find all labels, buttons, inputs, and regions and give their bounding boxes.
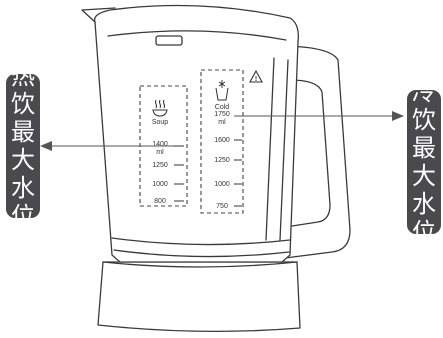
jug-base-rim <box>102 261 298 268</box>
cold-max-arrow <box>234 111 404 121</box>
cold-mark-1000: 1000 <box>214 181 230 188</box>
hot-scale-title: Soup <box>152 119 168 126</box>
snowflake-cup-icon <box>215 80 229 101</box>
hot-max-label-char-5: 位 <box>11 202 35 230</box>
hot-max-arrow <box>40 141 174 151</box>
cold-max-label-char-4: 水 <box>412 190 436 218</box>
hot-scale-marks <box>174 145 184 202</box>
jug-handle <box>277 45 351 259</box>
lid-tab <box>155 35 183 46</box>
hot-max-level-label: 热饮最大水位 <box>6 62 40 230</box>
cold-mark-1750: 1750 <box>214 111 230 118</box>
cold-max-label-char-0: 冷 <box>412 78 436 106</box>
cold-mark-1750-unit: ml <box>218 119 226 126</box>
hot-max-label-char-2: 最 <box>11 118 35 146</box>
cold-max-label-char-2: 最 <box>412 134 436 162</box>
hot-max-label-char-1: 饮 <box>11 90 35 118</box>
cold-mark-750: 750 <box>216 203 228 210</box>
steam-bowl-icon <box>152 99 168 117</box>
hot-mark-1000: 1000 <box>152 181 168 188</box>
hot-mark-1400-unit: ml <box>156 149 164 156</box>
hot-max-label-char-3: 大 <box>11 146 35 174</box>
cold-max-label-char-5: 位 <box>412 218 436 246</box>
jug-handle-inner <box>289 79 331 227</box>
cold-max-label-char-3: 大 <box>412 162 436 190</box>
cold-scale-frame <box>200 69 244 214</box>
hot-mark-1400: 1400 <box>152 141 168 148</box>
jug-body <box>94 21 299 263</box>
cold-mark-1600: 1600 <box>214 137 230 144</box>
jug-spout <box>81 7 116 23</box>
hot-max-label-char-4: 水 <box>11 174 35 202</box>
cold-scale-title: Cold <box>215 104 230 111</box>
cold-max-label-char-1: 饮 <box>412 106 436 134</box>
svg-text:!: ! <box>255 76 257 83</box>
hot-max-label-char-0: 热 <box>11 62 35 90</box>
cold-mark-1250: 1250 <box>214 157 230 164</box>
jug-collar <box>111 237 291 246</box>
cold-max-level-label: 冷饮最大水位 <box>407 78 441 246</box>
hot-mark-800: 800 <box>154 198 166 205</box>
hot-mark-1250: 1250 <box>152 162 168 169</box>
jug-rim <box>93 4 299 43</box>
warning-triangle-icon: ! <box>249 69 263 83</box>
jug-base <box>97 261 301 333</box>
